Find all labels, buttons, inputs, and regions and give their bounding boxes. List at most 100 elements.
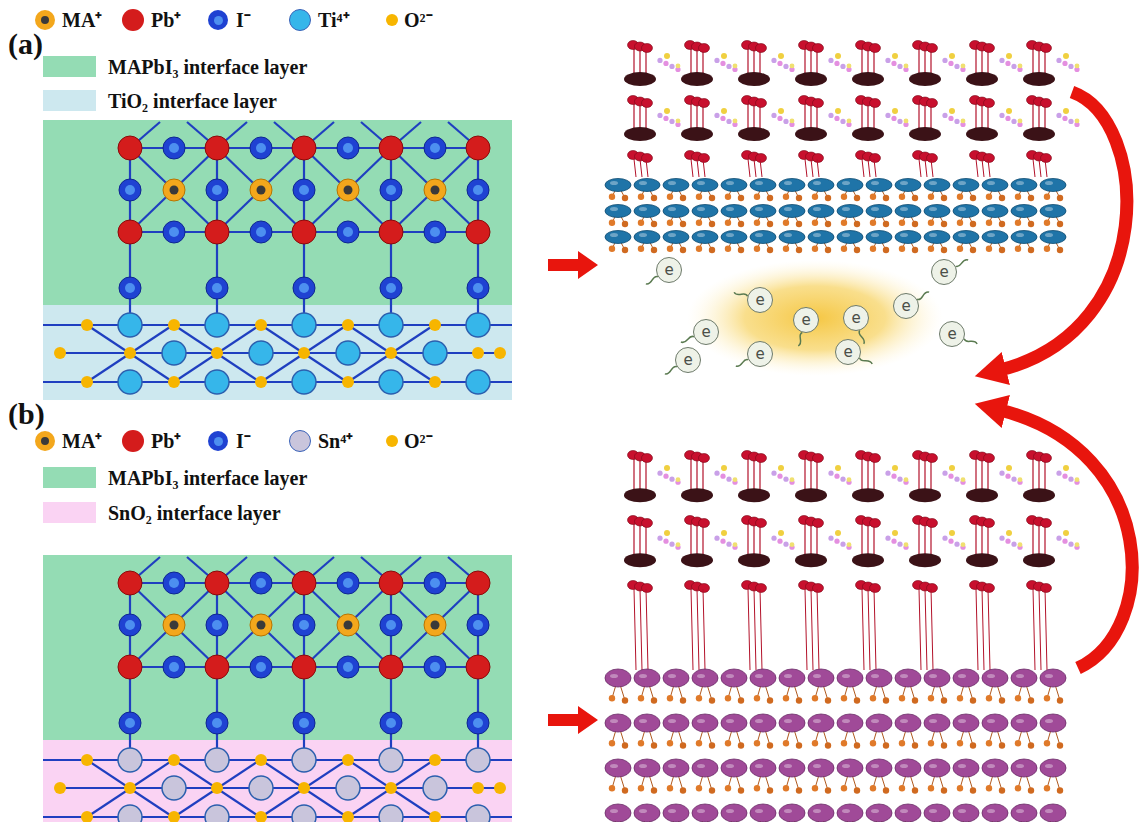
illustration-part xyxy=(714,113,719,118)
iodide-core xyxy=(386,620,396,630)
illustration-part xyxy=(883,195,889,201)
illustration-part xyxy=(900,809,908,813)
tail-layer xyxy=(646,260,977,374)
metal-atom xyxy=(466,805,490,822)
oxygen-atom xyxy=(211,782,223,794)
illustration-part xyxy=(984,519,995,528)
iodide-core xyxy=(256,227,266,237)
illustration-part xyxy=(622,787,628,793)
illustration-part xyxy=(748,589,750,670)
iodide-core xyxy=(343,143,353,153)
illustration-part xyxy=(663,205,689,218)
electron-circle: e xyxy=(656,257,682,283)
illustration-part xyxy=(1005,116,1010,121)
illustration-part xyxy=(870,740,876,746)
illustration-part xyxy=(709,697,715,703)
illustration-part xyxy=(810,458,811,493)
illustration-part xyxy=(999,247,1005,253)
illustration-part xyxy=(733,542,738,547)
illustration-part xyxy=(841,785,847,791)
illustration-part xyxy=(874,159,876,177)
legend-text: Pb⁺ xyxy=(151,429,181,453)
illustration-part xyxy=(870,44,881,53)
illustration-part xyxy=(1063,530,1069,536)
illustration-part xyxy=(756,584,767,593)
illustration-part xyxy=(1045,764,1053,768)
illustration-part xyxy=(870,519,881,528)
pb-atom xyxy=(379,571,403,595)
electron-tail xyxy=(665,366,677,374)
illustration-part xyxy=(738,221,744,227)
illustration-part xyxy=(721,759,747,777)
illustration-part xyxy=(1045,181,1053,185)
illustration-part xyxy=(870,99,881,108)
legend-text: MA⁺ xyxy=(62,429,102,453)
illustration-part xyxy=(899,740,905,746)
illustration-part xyxy=(854,697,860,703)
illustration-part xyxy=(1011,179,1037,192)
illustration-part xyxy=(638,785,644,791)
illustration-part xyxy=(779,759,805,777)
illustration-part xyxy=(966,488,998,502)
illustration-part xyxy=(639,233,647,237)
illustration-part xyxy=(777,61,782,66)
illustration-part xyxy=(1015,246,1021,252)
illustration-part xyxy=(642,154,653,163)
iodide-core xyxy=(343,578,353,588)
illustration-part xyxy=(783,119,788,124)
illustration-part xyxy=(982,205,1008,218)
illustration-part xyxy=(999,221,1005,227)
iodide-atom xyxy=(424,137,446,159)
legend-text: Ti⁴⁺ xyxy=(318,8,350,32)
legend-swatch xyxy=(43,56,96,77)
illustration-part xyxy=(1011,714,1037,732)
metal-atom xyxy=(118,748,142,772)
illustration-part xyxy=(738,787,744,793)
illustration-part xyxy=(663,759,689,777)
legend-swatch xyxy=(122,430,144,452)
metal-atom xyxy=(379,805,403,822)
iodide-atom xyxy=(206,614,228,636)
illustration-part xyxy=(1038,458,1039,493)
illustration-part xyxy=(925,589,927,670)
iodide-core xyxy=(212,620,222,630)
illustration-part xyxy=(805,159,807,177)
illustration-part xyxy=(760,159,762,177)
illustration-part xyxy=(767,195,773,201)
illustration-part xyxy=(651,247,657,253)
illustration-part xyxy=(899,194,905,200)
illustration-part xyxy=(828,113,833,118)
red-arrow xyxy=(548,251,598,279)
illustration-part xyxy=(899,785,905,791)
bond-line xyxy=(130,583,217,667)
electron-tail xyxy=(798,332,802,345)
illustration-part xyxy=(645,458,646,493)
band-layer xyxy=(43,120,512,822)
illustration-part xyxy=(961,477,966,482)
electron-tail xyxy=(956,260,969,267)
illustration-part xyxy=(778,530,784,536)
illustration-part xyxy=(1062,474,1067,479)
pb-atom xyxy=(292,136,316,160)
illustration-part xyxy=(899,695,905,701)
iodide-core xyxy=(256,143,266,153)
illustration-part xyxy=(924,231,950,244)
illustration-part xyxy=(680,221,686,227)
illustration-part xyxy=(777,474,782,479)
metal-atom xyxy=(379,748,403,772)
pb-atom xyxy=(379,655,403,679)
iodide-core xyxy=(125,718,135,728)
illustration-part xyxy=(949,108,955,114)
illustration-part xyxy=(784,207,792,211)
illustration-part xyxy=(634,714,660,732)
illustration-part xyxy=(999,742,1005,748)
iodide-core xyxy=(125,620,135,630)
illustration-part xyxy=(925,159,927,177)
illustration-part xyxy=(721,465,727,471)
illustration-part xyxy=(837,179,863,192)
illustration-part xyxy=(986,220,992,226)
iodide-core xyxy=(125,185,135,195)
illustration-part xyxy=(927,519,938,528)
illustration-part xyxy=(657,536,662,541)
illustration-part xyxy=(1040,231,1066,244)
